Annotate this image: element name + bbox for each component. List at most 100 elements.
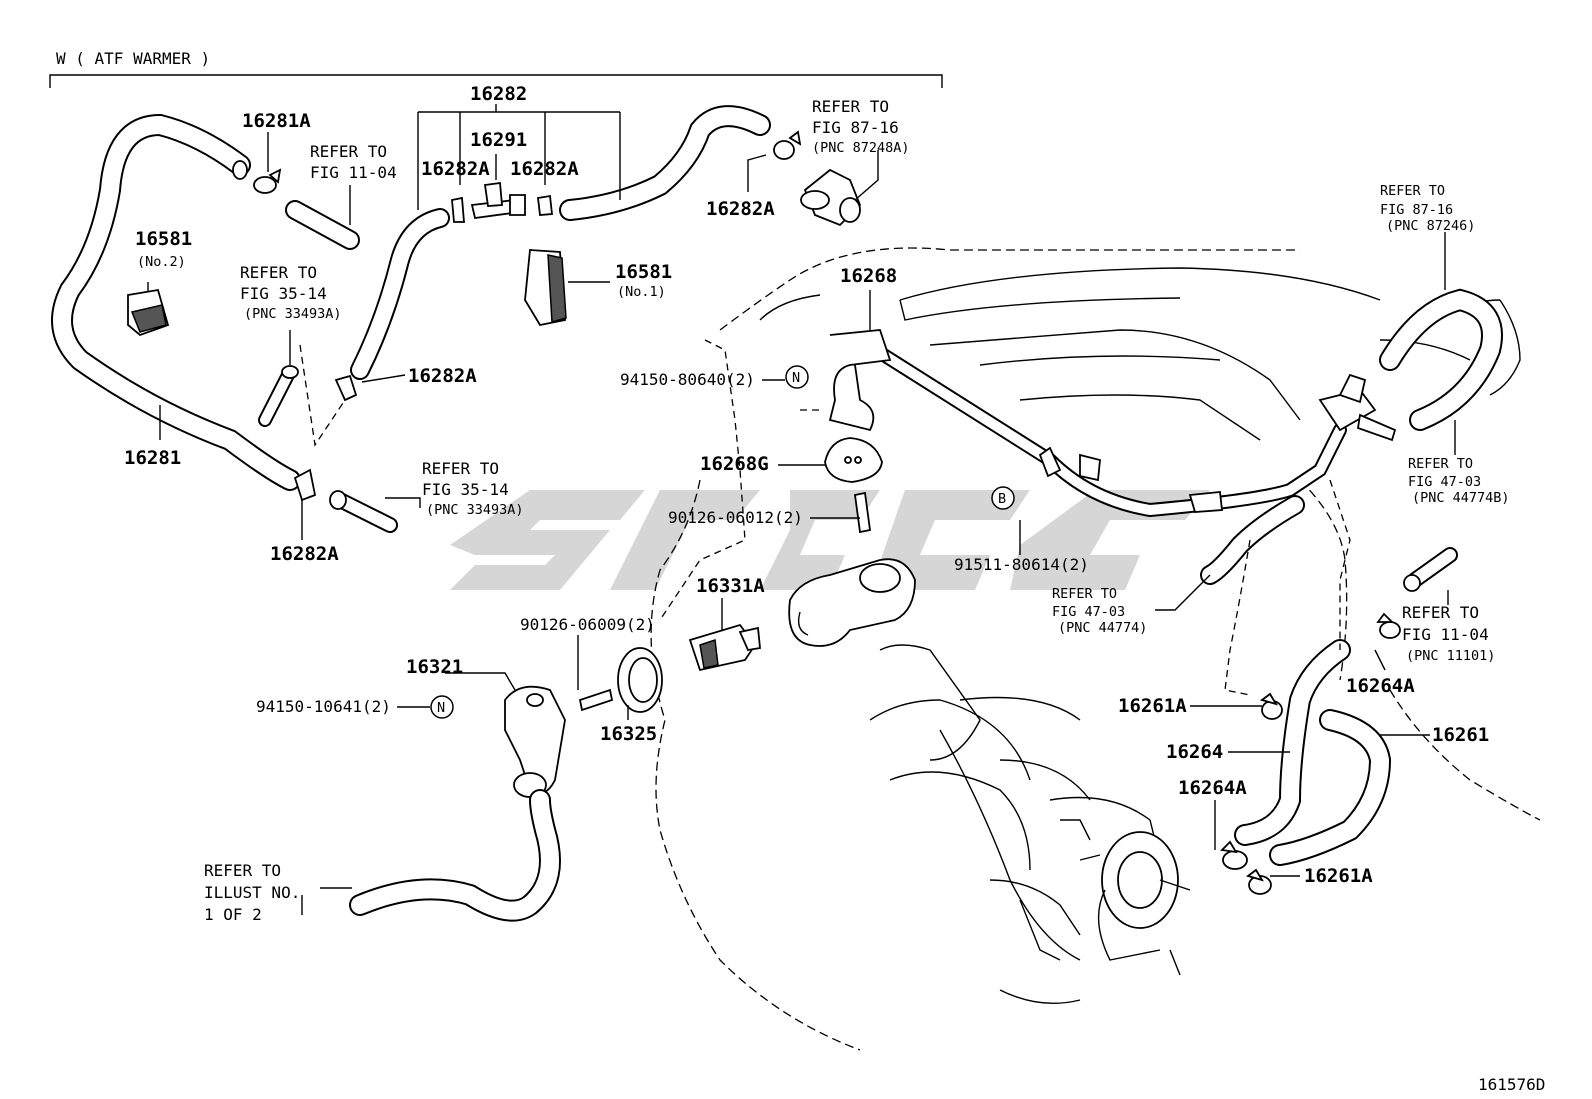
label-16581-no1-sub: (No.1) — [617, 284, 666, 300]
ref-fig-87-16-right: REFER TO FIG 87-16 (PNC 87246) — [1380, 183, 1475, 234]
label-16331A: 16331A — [696, 575, 765, 597]
label-90126-06012: 90126-06012(2) — [668, 508, 803, 527]
symbol-n-lower: N — [430, 695, 454, 719]
svg-text:FIG 87-16: FIG 87-16 — [812, 118, 899, 137]
label-16268: 16268 — [840, 265, 897, 287]
label-16291: 16291 — [470, 129, 527, 151]
hose-stub-fig-11-04 — [285, 200, 360, 250]
label-16281: 16281 — [124, 447, 181, 469]
svg-text:(PNC 44774B): (PNC 44774B) — [1412, 490, 1510, 506]
pipe-stub-fig-35-14-upper — [258, 365, 299, 427]
hose-16281 — [51, 113, 301, 491]
symbol-b: B — [991, 486, 1015, 510]
svg-text:(PNC 44774): (PNC 44774) — [1058, 620, 1147, 636]
svg-text:ILLUST NO.: ILLUST NO. — [204, 883, 300, 902]
stud-90126-06009 — [578, 688, 614, 712]
label-16282A-mid: 16282A — [408, 365, 477, 387]
clamp-16282A-valve — [773, 130, 802, 160]
svg-text:REFER TO: REFER TO — [1402, 603, 1479, 622]
gasket-16268G — [824, 437, 883, 483]
svg-text:N: N — [437, 700, 445, 716]
label-16282A-b: 16282A — [510, 158, 579, 180]
svg-text:(PNC 33493A): (PNC 33493A) — [244, 306, 342, 322]
label-16282A-a: 16282A — [421, 158, 490, 180]
label-16264: 16264 — [1166, 741, 1223, 763]
ref-illust-no: REFER TO ILLUST NO. 1 OF 2 — [204, 861, 300, 924]
label-16282: 16282 — [470, 83, 527, 105]
svg-text:FIG 87-16: FIG 87-16 — [1380, 202, 1453, 218]
label-16325: 16325 — [600, 723, 657, 745]
clamp-16261A-lower — [1246, 868, 1272, 895]
pipe-tee-fitting — [1318, 373, 1397, 442]
dashed-link-right — [1224, 539, 1251, 696]
section-label: W ( ATF WARMER ) — [56, 49, 210, 68]
dashed-link-left — [299, 344, 346, 447]
figure-code: 161576D — [1478, 1075, 1545, 1094]
clamp-16261A-upper — [1260, 692, 1283, 720]
label-16581-no1: 16581 — [615, 261, 672, 283]
label-16581-no2-sub: (No.2) — [137, 254, 186, 270]
label-16261A-lower: 16261A — [1304, 865, 1373, 887]
label-16264A-right: 16264A — [1346, 675, 1415, 697]
ref-fig-47-03-right: REFER TO FIG 47-03 (PNC 44774B) — [1408, 456, 1510, 506]
leader-lines — [147, 104, 1456, 915]
section-bracket — [49, 74, 943, 88]
thermostat-16331A — [688, 623, 761, 672]
clamp-16264A-lower — [1220, 840, 1248, 870]
label-16264A-lower: 16264A — [1178, 777, 1247, 799]
water-valve — [800, 168, 862, 227]
ref-fig-35-14-lower: REFER TO FIG 35-14 (PNC 33493A) — [422, 459, 524, 518]
ref-fig-35-14-upper: REFER TO FIG 35-14 (PNC 33493A) — [240, 263, 342, 322]
label-16261: 16261 — [1432, 724, 1489, 746]
pipe-fig-11-04-right — [1403, 547, 1458, 592]
clamp-16281A — [253, 168, 282, 194]
svg-text:FIG 35-14: FIG 35-14 — [422, 480, 509, 499]
svg-text:FIG 47-03: FIG 47-03 — [1408, 474, 1481, 490]
svg-text:(PNC 87246): (PNC 87246) — [1386, 218, 1475, 234]
ref-fig-11-04-top: REFER TO FIG 11-04 — [310, 142, 397, 182]
label-16581-no2: 16581 — [135, 228, 192, 250]
ref-fig-87-16-valve: REFER TO FIG 87-16 (PNC 87248A) — [812, 97, 910, 156]
svg-text:REFER TO: REFER TO — [812, 97, 889, 116]
symbol-n-upper: N — [785, 365, 809, 389]
svg-text:REFER TO: REFER TO — [422, 459, 499, 478]
svg-text:FIG 11-04: FIG 11-04 — [1402, 625, 1489, 644]
label-16268G: 16268G — [700, 453, 769, 475]
svg-text:B: B — [998, 491, 1006, 507]
svg-text:N: N — [792, 370, 800, 386]
stud-90126-06012 — [853, 491, 872, 534]
label-91511-80614: 91511-80614(2) — [954, 555, 1089, 574]
svg-text:FIG 35-14: FIG 35-14 — [240, 284, 327, 303]
hose-16282 — [350, 105, 771, 380]
hose-illust-1of2 — [349, 789, 561, 922]
svg-text:FIG 11-04: FIG 11-04 — [310, 163, 397, 182]
svg-text:REFER TO: REFER TO — [204, 861, 281, 880]
label-94150-10641: 94150-10641(2) — [256, 697, 391, 716]
bracket-16581-no1 — [524, 249, 567, 327]
clamp-16282A-left — [293, 468, 317, 502]
label-90126-06009: 90126-06009(2) — [520, 615, 655, 634]
svg-text:(PNC 11101): (PNC 11101) — [1406, 648, 1495, 664]
hose-fig-47-03 — [1200, 495, 1305, 585]
label-16261A-upper: 16261A — [1118, 695, 1187, 717]
svg-text:REFER TO: REFER TO — [310, 142, 387, 161]
svg-text:(PNC 33493A): (PNC 33493A) — [426, 502, 524, 518]
bracket-16581-no2 — [127, 288, 170, 337]
joint-16291 — [470, 181, 526, 220]
clamp-16282A-mid — [334, 374, 358, 402]
ref-fig-11-04-right: REFER TO FIG 11-04 (PNC 11101) — [1402, 603, 1495, 664]
part-labels: 16282 16291 16281A 16282A 16282A 16282A … — [124, 83, 1489, 887]
dashed-link-right-2 — [1329, 479, 1351, 650]
label-94150-80640: 94150-80640(2) — [620, 370, 755, 389]
pipe-16268 — [828, 329, 1347, 518]
label-16282A-bottom: 16282A — [270, 543, 339, 565]
label-16281A: 16281A — [242, 110, 311, 132]
label-16321: 16321 — [406, 656, 463, 678]
svg-text:REFER TO: REFER TO — [1408, 456, 1473, 472]
hose-16261 — [1269, 709, 1392, 866]
svg-text:REFER TO: REFER TO — [240, 263, 317, 282]
water-inlet-16321 — [504, 685, 566, 798]
svg-text:FIG 47-03: FIG 47-03 — [1052, 604, 1125, 620]
svg-text:REFER TO: REFER TO — [1052, 586, 1117, 602]
